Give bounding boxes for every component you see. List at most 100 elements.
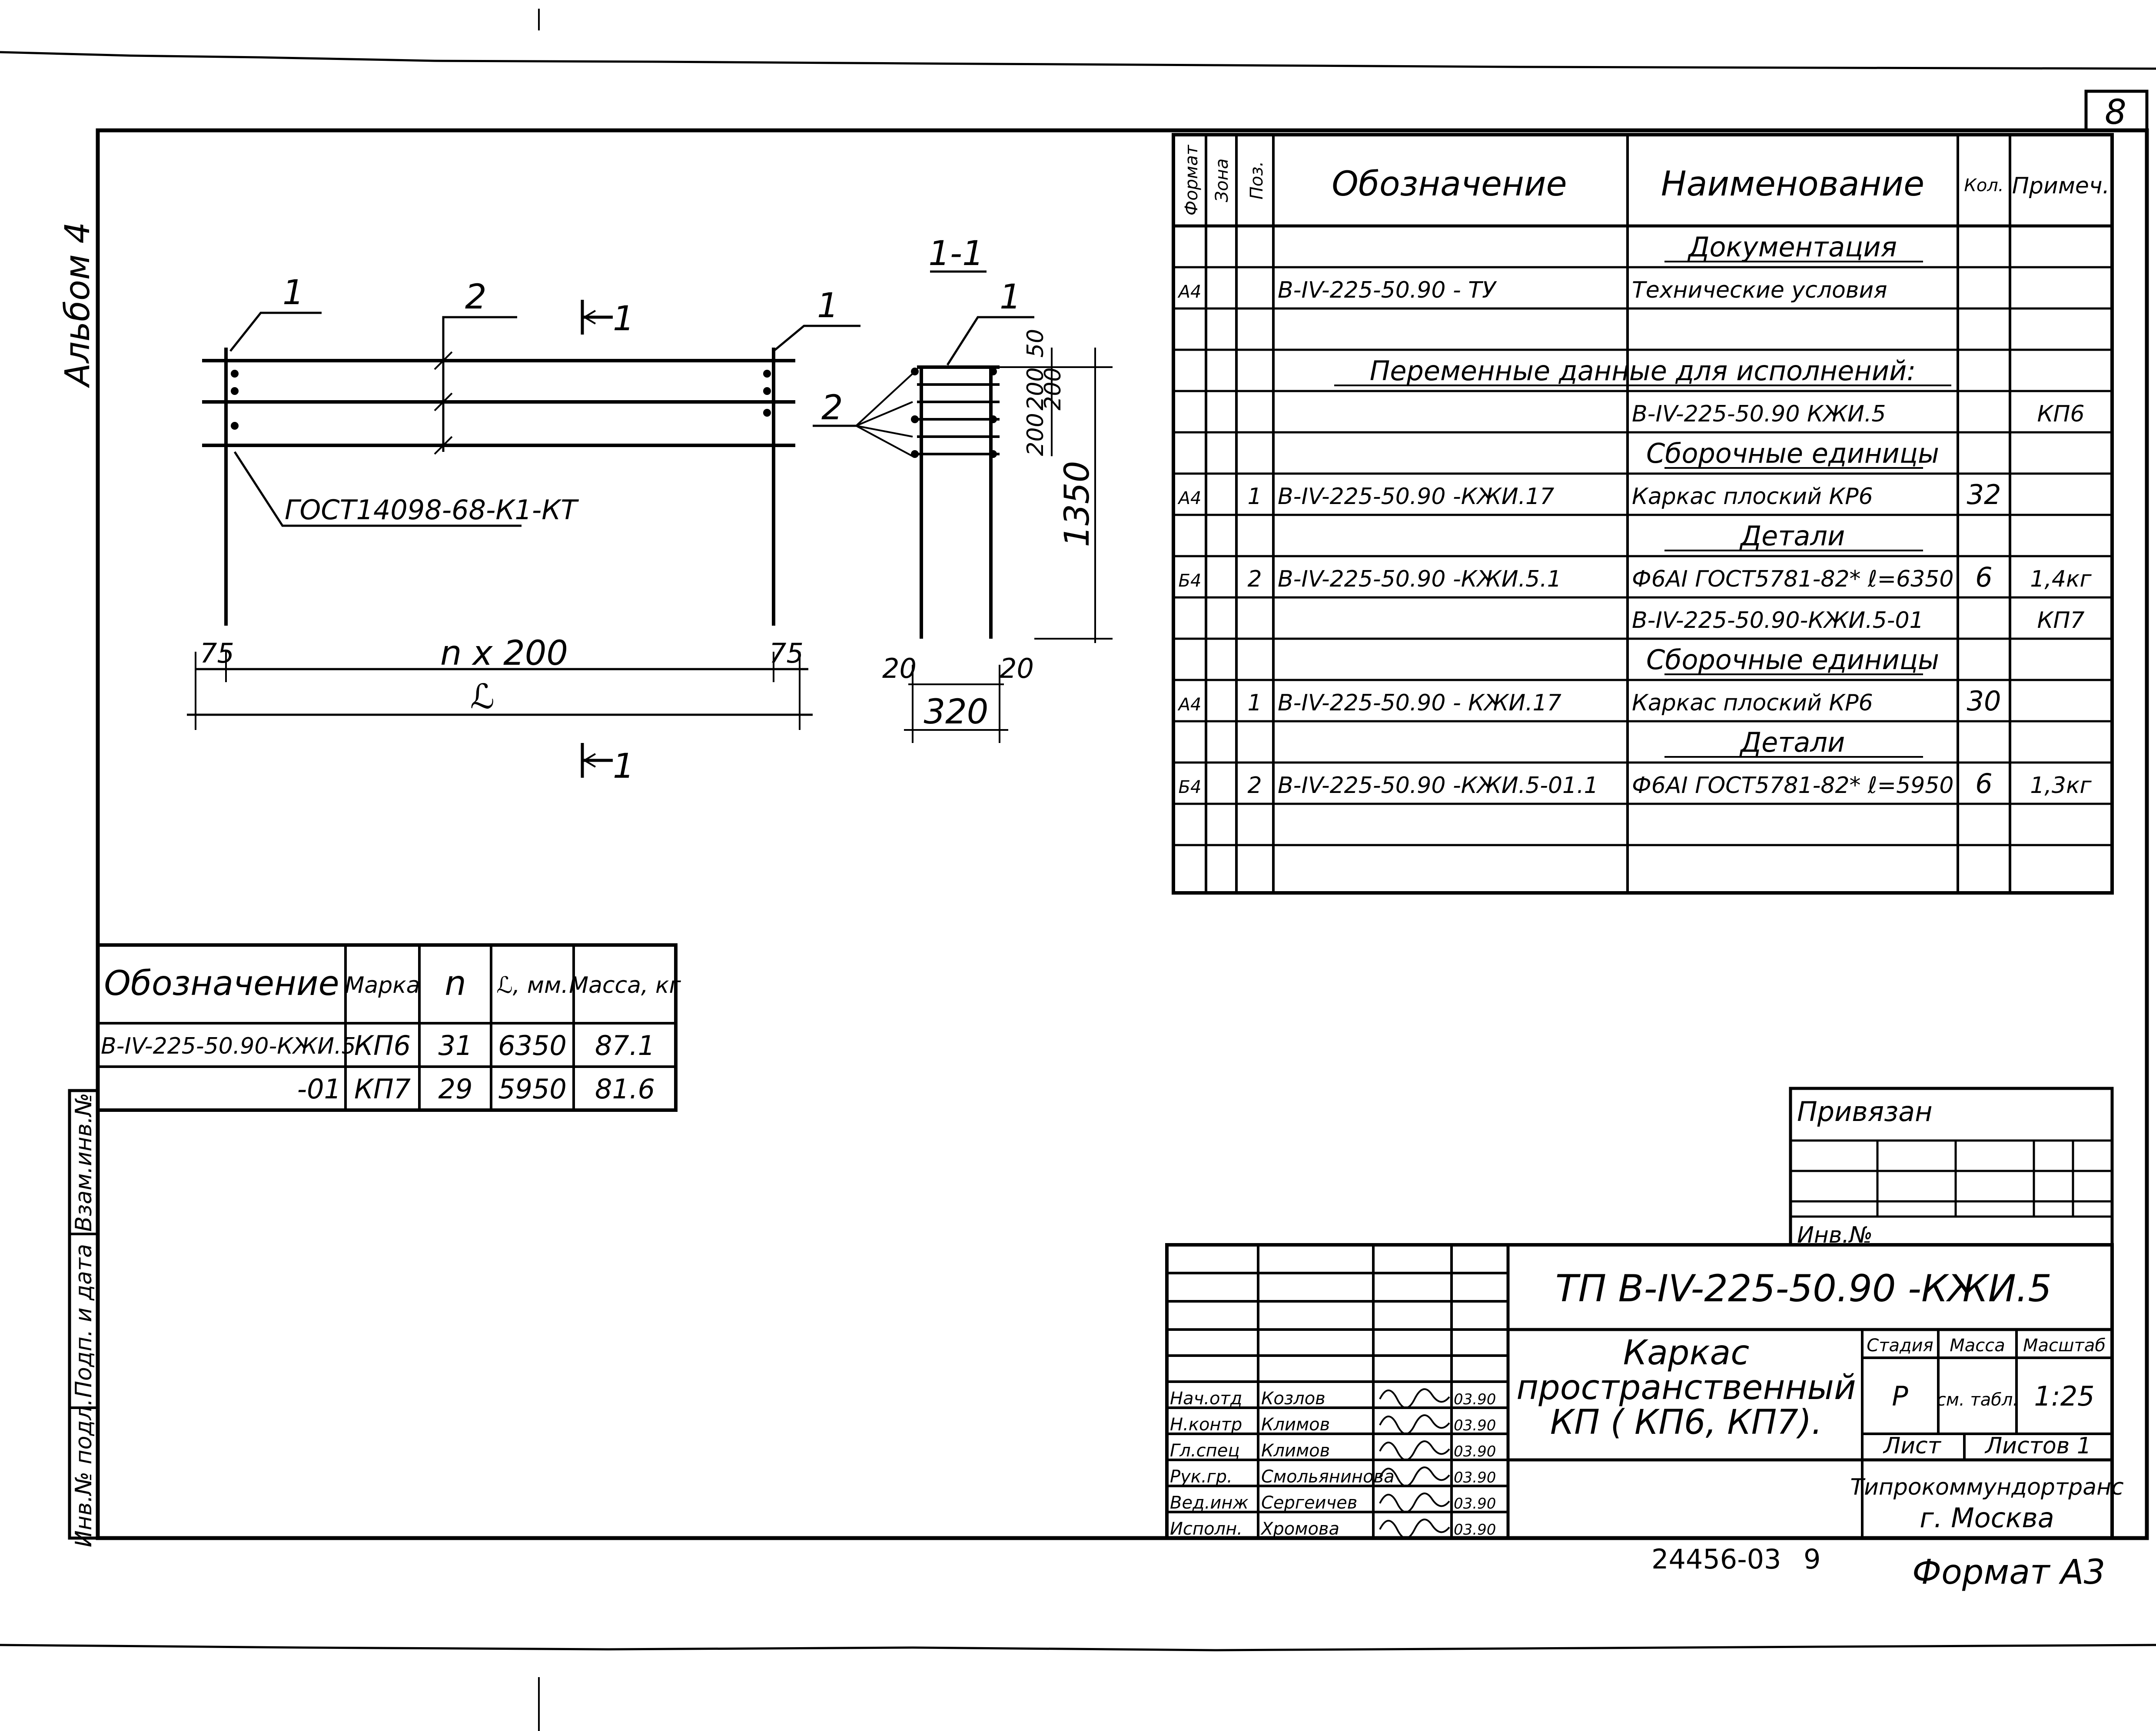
spec-cell-pos: 1 bbox=[1247, 690, 1262, 716]
organization: Типрокоммундортранс bbox=[1850, 1474, 2123, 1500]
staff-name: Козлов bbox=[1261, 1389, 1325, 1409]
title-name-line: пространственный bbox=[1516, 1368, 1856, 1407]
callout-2: 2 bbox=[465, 278, 487, 317]
staff-role: Н.контр bbox=[1170, 1415, 1242, 1435]
spec-cell-pos: 2 bbox=[1247, 773, 1262, 799]
staff-role: Гл.спец bbox=[1170, 1441, 1240, 1461]
title-name-line: Каркас bbox=[1623, 1333, 1749, 1373]
title-code: ТП В-IV-225-50.90 -КЖИ.5 bbox=[1555, 1267, 2052, 1310]
spec-cell-designation: В-IV-225-50.90 - ТУ bbox=[1278, 277, 1497, 303]
variants-cell: КП6 bbox=[354, 1030, 411, 1061]
title-name-line: КП ( КП6, КП7). bbox=[1550, 1403, 1822, 1442]
spec-cell-format: А4 bbox=[1177, 695, 1202, 715]
binding-title: Привязан bbox=[1797, 1096, 1933, 1127]
variants-table: Обозначение Марка n ℒ, мм. Масса, кг В-I… bbox=[96, 943, 681, 1112]
variants-cell: 87.1 bbox=[595, 1030, 655, 1061]
spec-cell-format: Б4 bbox=[1179, 571, 1202, 591]
page-number: 8 bbox=[2105, 93, 2126, 132]
staff-role: Вед.инж bbox=[1170, 1493, 1249, 1513]
mass-label: Масса bbox=[1950, 1336, 2005, 1356]
spec-cell-name: Сборочные единицы bbox=[1646, 644, 1939, 676]
spec-cell-qty: 32 bbox=[1967, 479, 2001, 511]
sheets-label: Листов 1 bbox=[1984, 1433, 2091, 1459]
stage-label: Стадия bbox=[1867, 1336, 1933, 1356]
staff-date: 03.90 bbox=[1454, 1469, 1496, 1486]
album-label: Альбом 4 bbox=[58, 222, 97, 388]
dim-pitch: n x 200 bbox=[440, 634, 568, 673]
staff-role: Исполн. bbox=[1170, 1519, 1242, 1539]
staff-date: 03.90 bbox=[1454, 1495, 1496, 1512]
organization-city: г. Москва bbox=[1920, 1502, 2054, 1534]
weld-note: ГОСТ14098-68-К1-КТ bbox=[285, 494, 579, 526]
staff-role: Рук.гр. bbox=[1170, 1467, 1232, 1487]
staff-name: Хромова bbox=[1260, 1519, 1339, 1539]
title-block: ТП В-IV-225-50.90 -КЖИ.5 Каркас простран… bbox=[1165, 1243, 2124, 1540]
drawing-frame bbox=[96, 128, 2149, 1540]
page-number-box bbox=[2084, 90, 2149, 132]
spec-cell-designation: В-IV-225-50.90 -КЖИ.5-01.1 bbox=[1278, 773, 1598, 799]
staff-date: 03.90 bbox=[1454, 1521, 1496, 1539]
spec-cell-pos: 1 bbox=[1247, 484, 1262, 510]
variants-cell: В-IV-225-50.90-КЖИ.5 bbox=[101, 1033, 356, 1059]
inventory-stamp: 24456-03 bbox=[1651, 1543, 1781, 1575]
section-view: 1-1 1 2 50 200 200 200 1350 bbox=[813, 234, 1113, 743]
callout-1-left: 1 bbox=[282, 273, 304, 312]
spec-header-zone: Зона bbox=[1212, 159, 1232, 202]
staff-name: Сергеичев bbox=[1261, 1493, 1357, 1513]
staff-name: Смольянинова bbox=[1261, 1467, 1395, 1487]
spec-cell-designation: В-IV-225-50.90 -КЖИ.5.1 bbox=[1278, 566, 1561, 592]
section-mark-top: 1 bbox=[613, 299, 635, 338]
spec-header-name: Наименование bbox=[1661, 165, 1924, 204]
side-stamp-replace: Взам.инв.№ bbox=[71, 1093, 97, 1232]
spec-cell-format: А4 bbox=[1177, 488, 1202, 508]
spec-cell-designation: В-IV-225-50.90 - КЖИ.17 bbox=[1278, 690, 1561, 716]
spec-cell-name: Каркас плоский КР6 bbox=[1632, 484, 1873, 510]
spec-cell-name: В-IV-225-50.90 КЖИ.5 bbox=[1632, 401, 1886, 427]
spec-cell-name: Ф6АI ГОСТ5781-82* ℓ=6350 bbox=[1632, 566, 1953, 592]
scale-value: 1:25 bbox=[2034, 1380, 2094, 1412]
staff-name: Климов bbox=[1261, 1415, 1330, 1435]
spec-cell-pos: 2 bbox=[1247, 566, 1262, 592]
spec-header-designation: Обозначение bbox=[1332, 165, 1567, 204]
staff-date: 03.90 bbox=[1454, 1391, 1496, 1408]
variants-header-n: n bbox=[445, 964, 466, 1003]
spec-cell-name: Технические условия bbox=[1632, 277, 1887, 303]
variants-cell: 5950 bbox=[498, 1073, 567, 1105]
callout-1-right: 1 bbox=[817, 286, 839, 325]
spec-cell-name: Ф6АI ГОСТ5781-82* ℓ=5950 bbox=[1632, 773, 1953, 799]
section-dim-mid-b: 200 bbox=[1040, 367, 1066, 410]
spec-cell-qty: 6 bbox=[1975, 768, 1992, 799]
mass-value: см. табл. bbox=[1937, 1390, 2018, 1410]
spec-cell-note: 1,3кг bbox=[2030, 773, 2092, 799]
staff-date: 03.90 bbox=[1454, 1443, 1496, 1460]
spec-cell-name: Детали bbox=[1739, 726, 1845, 758]
section-callout-1: 1 bbox=[1000, 278, 1021, 317]
scan-edge-bottom bbox=[0, 1644, 2156, 1651]
staff-name: Климов bbox=[1261, 1441, 1330, 1461]
format-label: Формат А3 bbox=[1912, 1553, 2105, 1592]
section-dim-width: 320 bbox=[924, 693, 989, 732]
spec-cell-qty: 30 bbox=[1967, 685, 2001, 717]
dim-end-right: 75 bbox=[769, 637, 804, 669]
spec-cell-designation: В-IV-225-50.90 -КЖИ.17 bbox=[1278, 484, 1554, 510]
dim-total: ℒ bbox=[470, 677, 495, 716]
variants-cell: КП7 bbox=[354, 1073, 411, 1105]
variants-cell: 81.6 bbox=[595, 1073, 655, 1105]
dim-end-left: 75 bbox=[200, 637, 234, 669]
variants-cell: 29 bbox=[439, 1073, 473, 1105]
stage-value: Р bbox=[1892, 1380, 1908, 1412]
variants-header-designation: Обозначение bbox=[104, 964, 339, 1003]
spec-header-note: Примеч. bbox=[2012, 173, 2109, 199]
spec-cell-note: 1,4кг bbox=[2030, 566, 2092, 592]
spec-cell-format: Б4 bbox=[1179, 777, 1202, 797]
section-dim-edge-left: 20 bbox=[882, 653, 917, 684]
scale-label: Масштаб bbox=[2023, 1336, 2106, 1356]
scan-edge-top bbox=[0, 51, 2156, 70]
section-dim-lower: 200 bbox=[1023, 413, 1049, 456]
section-callout-2: 2 bbox=[821, 388, 843, 428]
spec-cell-name: Каркас плоский КР6 bbox=[1632, 690, 1873, 716]
binding-box: Привязан Инв.№ bbox=[1789, 1087, 2114, 1248]
spec-cell-name: Документация bbox=[1687, 231, 1897, 263]
side-stamp-inv: Инв.№ подл. bbox=[71, 1399, 97, 1547]
